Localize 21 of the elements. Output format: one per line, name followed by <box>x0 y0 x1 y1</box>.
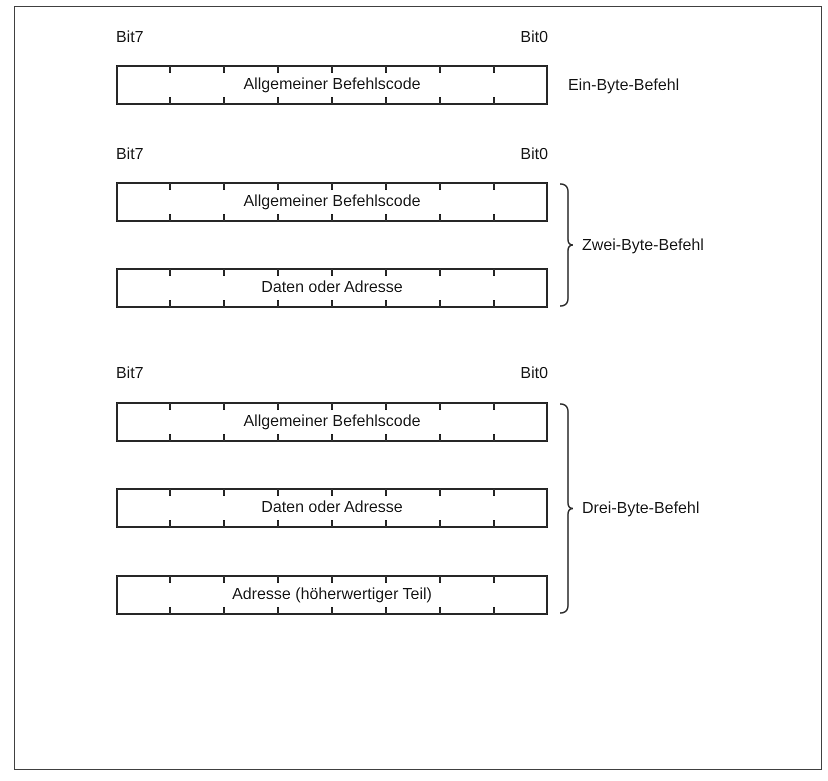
bit-label: Bit0 <box>520 28 548 48</box>
register-box <box>116 268 548 308</box>
register-box <box>116 575 548 615</box>
instruction-length-label: Ein-Byte-Befehl <box>568 76 680 96</box>
field-label: Allgemeiner Befehlscode <box>244 412 420 432</box>
bit-label: Bit7 <box>116 145 144 165</box>
instruction-length-label: Zwei-Byte-Befehl <box>582 236 704 256</box>
bit-label: Bit0 <box>520 145 548 165</box>
field-label: Daten oder Adresse <box>261 498 403 518</box>
register-box <box>116 65 548 105</box>
bit-label: Bit7 <box>116 364 144 384</box>
field-label: Daten oder Adresse <box>261 278 403 298</box>
register-box <box>116 488 548 528</box>
field-label: Adresse (höherwertiger Teil) <box>232 585 432 605</box>
field-label: Allgemeiner Befehlscode <box>244 75 420 95</box>
field-label: Allgemeiner Befehlscode <box>244 192 420 212</box>
bit-label: Bit7 <box>116 28 144 48</box>
register-box <box>116 402 548 442</box>
instruction-length-label: Drei-Byte-Befehl <box>582 499 700 519</box>
register-box <box>116 182 548 222</box>
bit-label: Bit0 <box>520 364 548 384</box>
